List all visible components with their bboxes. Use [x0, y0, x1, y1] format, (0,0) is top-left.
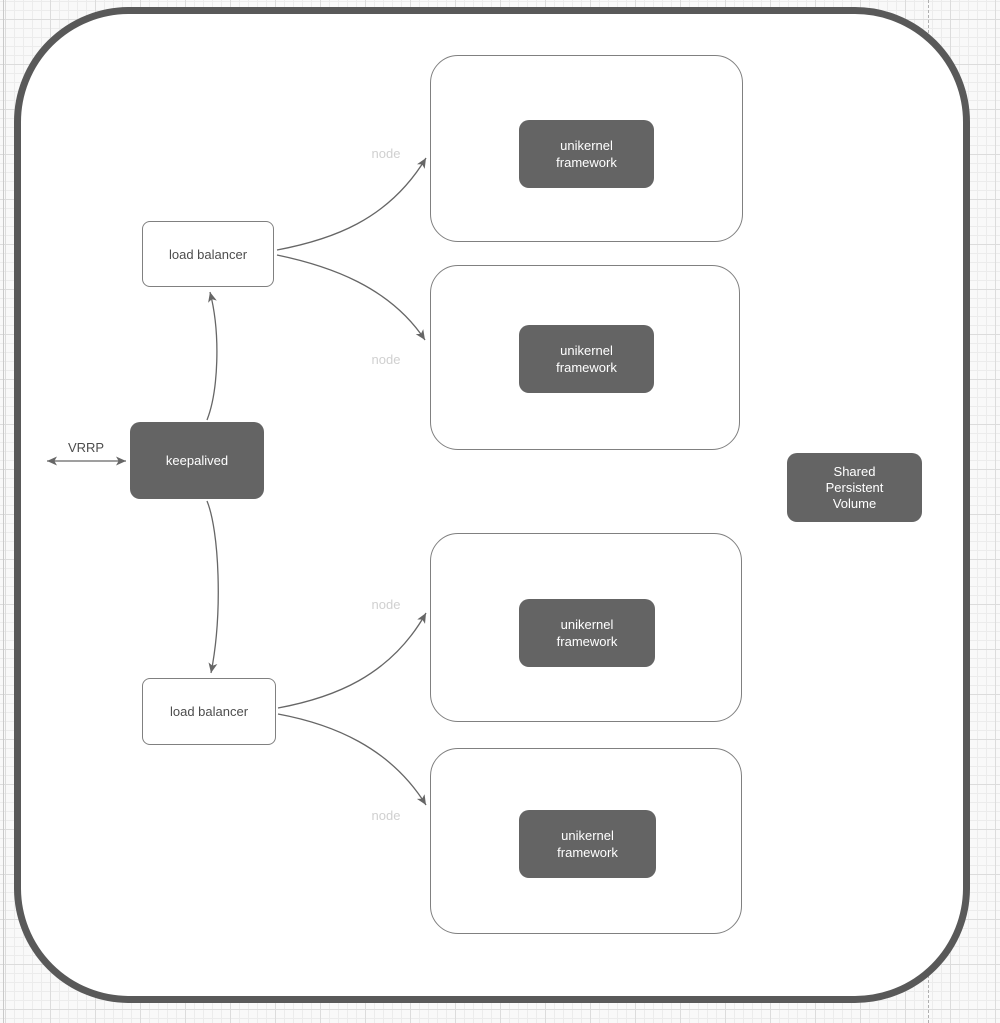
- node-label-3: node: [371, 597, 401, 612]
- shared-volume-label-line3: Volume: [832, 495, 877, 511]
- unikernel-label-line1: unikernel: [560, 617, 614, 632]
- node-label-4: node: [371, 808, 401, 823]
- unikernel-label-line1: unikernel: [560, 343, 613, 358]
- unikernel-framework-box-1[interactable]: unikernel framework: [519, 120, 654, 188]
- shared-persistent-volume-box[interactable]: Shared Persistent Volume: [787, 453, 922, 522]
- unikernel-label-line1: unikernel: [560, 138, 613, 153]
- load-balancer-bottom-label: load balancer: [169, 704, 249, 719]
- load-balancer-top-box[interactable]: load balancer: [142, 221, 274, 287]
- unikernel-framework-box-3[interactable]: unikernel framework: [519, 599, 655, 667]
- vrrp-label: VRRP: [67, 440, 105, 455]
- load-balancer-top-label: load balancer: [168, 246, 248, 262]
- unikernel-framework-box-2[interactable]: unikernel framework: [519, 325, 654, 393]
- unikernel-framework-box-4[interactable]: unikernel framework: [519, 810, 656, 878]
- keepalived-box[interactable]: keepalived: [130, 422, 264, 499]
- shared-volume-label-line1: Shared: [833, 463, 876, 479]
- shared-volume-label-line2: Persistent: [825, 479, 884, 495]
- unikernel-label-line2: framework: [556, 634, 618, 649]
- unikernel-label-line1: unikernel: [561, 828, 614, 843]
- unikernel-label-line2: framework: [557, 845, 618, 860]
- node-label-1: node: [371, 146, 401, 161]
- unikernel-label-line2: framework: [556, 155, 617, 170]
- node-label-2: node: [371, 352, 401, 367]
- page-left-edge-line: [3, 0, 4, 1023]
- keepalived-label: keepalived: [165, 453, 229, 468]
- load-balancer-bottom-box[interactable]: load balancer: [142, 678, 276, 745]
- unikernel-label-line2: framework: [556, 360, 617, 375]
